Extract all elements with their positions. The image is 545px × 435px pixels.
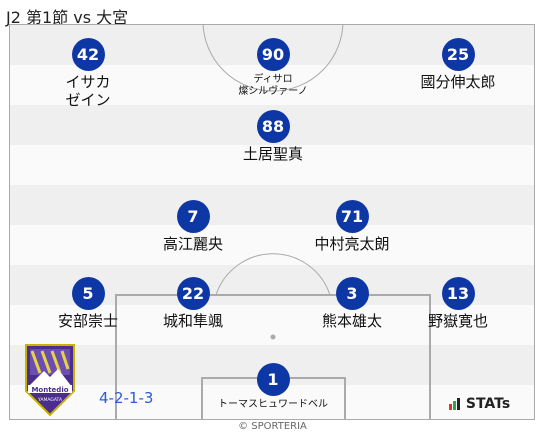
- player-7[interactable]: 7 高江麗央: [133, 200, 253, 253]
- player-number: 42: [71, 38, 105, 71]
- player-13[interactable]: 13 野嶽寛也: [398, 277, 518, 330]
- player-number: 90: [256, 38, 290, 71]
- player-number: 22: [176, 277, 210, 310]
- player-3[interactable]: 3 熊本雄太: [292, 277, 412, 330]
- svg-text:YAMAGATA: YAMAGATA: [37, 397, 63, 403]
- player-name: 土居聖真: [242, 145, 303, 163]
- player-25[interactable]: 25 國分伸太郎: [398, 38, 518, 91]
- player-name: 安部崇士: [57, 312, 118, 330]
- formation-label: 4-2-1-3: [99, 389, 154, 407]
- player-name: 熊本雄太: [321, 312, 382, 330]
- player-88[interactable]: 88 土居聖真: [213, 110, 333, 163]
- svg-text:Montedio: Montedio: [31, 386, 68, 394]
- player-name: 野嶽寛也: [427, 312, 488, 330]
- page-title: J2 第1節 vs 大宮: [6, 8, 129, 27]
- copyright: © SPORTERIA: [238, 421, 307, 432]
- player-name: トーマスヒュワードベル: [218, 399, 328, 410]
- player-5[interactable]: 5 安部崇士: [28, 277, 148, 330]
- player-22[interactable]: 22 城和隼颯: [133, 277, 253, 330]
- player-name: ディサロ 燦シルヴァーノ: [238, 74, 308, 97]
- player-number: 88: [256, 110, 290, 143]
- player-71[interactable]: 71 中村亮太朗: [292, 200, 412, 253]
- player-name: イサカ ゼイン: [65, 73, 111, 109]
- player-number: 25: [441, 38, 475, 71]
- player-name: 國分伸太郎: [420, 73, 496, 91]
- stats-label: STATs: [465, 396, 511, 412]
- player-number: 13: [441, 277, 475, 310]
- stats-logo: STATs: [449, 396, 510, 412]
- player-42[interactable]: 42 イサカ ゼイン: [28, 38, 148, 109]
- player-number: 3: [335, 277, 369, 310]
- pitch: 42 イサカ ゼイン 90 ディサロ 燦シルヴァーノ 25 國分伸太郎 88 土…: [9, 24, 535, 420]
- player-number: 71: [335, 200, 369, 233]
- player-number: 7: [176, 200, 210, 233]
- player-number: 1: [256, 363, 290, 396]
- player-90[interactable]: 90 ディサロ 燦シルヴァーノ: [213, 38, 333, 98]
- player-1[interactable]: 1 トーマスヒュワードベル: [198, 363, 348, 411]
- stats-icon: [449, 398, 460, 410]
- player-name: 高江麗央: [162, 235, 223, 253]
- player-name: 中村亮太朗: [314, 235, 390, 253]
- player-number: 5: [71, 277, 105, 310]
- player-name: 城和隼颯: [162, 312, 223, 330]
- team-logo: Montedio YAMAGATA: [22, 341, 78, 423]
